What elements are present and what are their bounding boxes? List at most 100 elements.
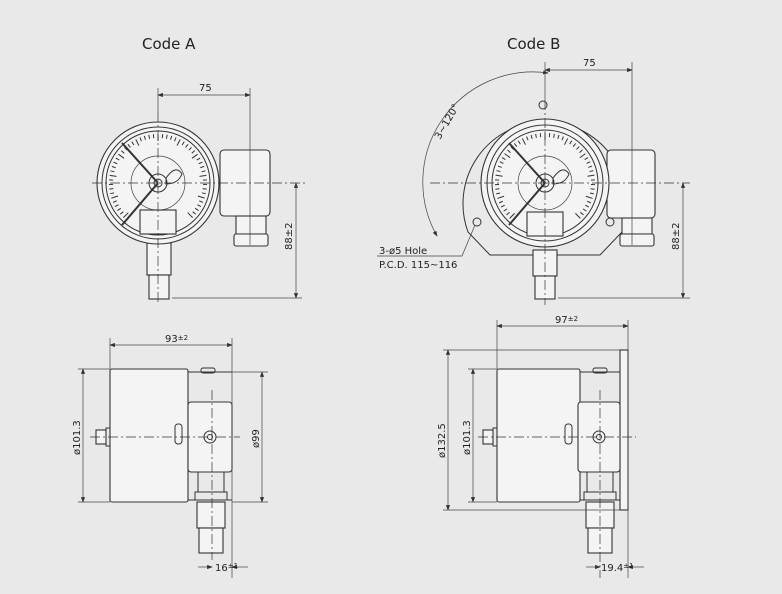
dial-tick	[553, 133, 555, 138]
dial-tick	[587, 174, 595, 177]
junction-box	[606, 149, 656, 219]
dial-tick	[117, 207, 122, 211]
dial-tick	[110, 170, 115, 173]
dial-tick	[199, 200, 204, 203]
dial-tick	[187, 212, 194, 219]
dial-tick	[135, 139, 140, 146]
gauge-case-side	[109, 368, 189, 503]
dim-width-75: 75	[199, 83, 212, 94]
dial-tick	[579, 149, 583, 153]
dial-tick	[191, 150, 196, 154]
dial-tick	[589, 170, 594, 173]
dial-tick	[557, 134, 560, 139]
dial-tick	[148, 134, 151, 139]
dial-tick	[590, 188, 595, 190]
dial-tick	[572, 143, 577, 147]
dial-tick	[579, 153, 586, 159]
dial-tick	[201, 170, 206, 173]
dim-dia-101: ø101.3	[72, 420, 83, 455]
mounting-hole	[538, 100, 548, 110]
dim-height-88: 88±2	[284, 223, 295, 250]
title-code-b: Code B	[507, 35, 560, 53]
dial-tick	[185, 143, 189, 148]
cable-gland	[235, 215, 267, 235]
dial-tick	[200, 165, 205, 169]
code-a-front-view: 75 88±2	[92, 83, 305, 305]
dial-tick	[122, 212, 129, 219]
mounting-hole	[605, 217, 615, 227]
dial-tick	[110, 192, 115, 195]
dial-tick	[569, 140, 573, 145]
dial-tick	[188, 146, 192, 151]
dim-width-75: 75	[583, 58, 596, 69]
dial-tick	[588, 165, 593, 168]
dial-tick	[561, 136, 564, 141]
dial-tick	[589, 192, 594, 195]
dial-tick	[582, 208, 587, 212]
socket	[146, 242, 172, 276]
mounting-flange-side	[619, 349, 629, 511]
dial-tick	[181, 141, 185, 146]
dial-tick	[115, 157, 120, 161]
dial-tick	[119, 211, 124, 215]
dim-dia-132: ø132.5	[437, 423, 448, 458]
dim-height-88: 88±2	[671, 223, 682, 250]
dial-tick	[165, 134, 168, 139]
code-a-side-view: 93±2 ø101.3 ø99 16±1	[72, 334, 268, 578]
gauge-case-side	[496, 368, 581, 503]
dial-tick	[584, 157, 589, 161]
dial-tick	[143, 135, 146, 140]
dial-tick	[587, 200, 592, 204]
dial-tick	[586, 161, 591, 164]
mounting-hole	[472, 217, 482, 227]
dial-tick	[197, 195, 205, 199]
dial-tick	[202, 188, 207, 190]
dial-tick	[113, 161, 118, 165]
hole-note: 3-ø5 Hole	[379, 246, 427, 257]
dial-tick	[585, 195, 593, 199]
dial-tick	[495, 188, 500, 190]
dial-tick	[585, 204, 590, 208]
code-b-side-view: 97±2 ø132.5 ø101.3 19.4±1	[437, 315, 644, 578]
title-code-a: Code A	[142, 35, 196, 53]
dim-angle: 3~120°	[433, 102, 462, 141]
dial-tick	[109, 188, 114, 190]
code-b-front-view: 3~120° 75 88±2 3-ø5 Hole P.C.D. 115~116	[377, 58, 690, 305]
dial-tick	[120, 150, 125, 154]
dial-tick	[580, 211, 584, 216]
dial-tick	[118, 153, 125, 159]
dial-tick	[192, 211, 197, 215]
dial-tick	[112, 200, 117, 203]
dim-length-97: 97±2	[555, 315, 578, 326]
dial-tick	[111, 195, 119, 199]
dial-tick	[194, 207, 199, 211]
dial-tick	[139, 137, 142, 142]
thread	[148, 274, 170, 300]
gland-nut	[233, 233, 269, 247]
dial-tick	[127, 143, 131, 148]
dim-thread-19: 19.4±1	[601, 562, 634, 574]
dial-tick	[196, 157, 201, 161]
dial-tick	[575, 213, 581, 219]
dial-tick	[131, 141, 135, 146]
dial-tick	[564, 138, 569, 145]
dial-tick	[176, 139, 181, 146]
dial-tick	[114, 204, 119, 208]
dial-tick	[197, 204, 202, 208]
dim-thread-16: 16±1	[215, 562, 238, 574]
dim-dia-101: ø101.3	[462, 420, 473, 455]
dial-tick	[109, 174, 117, 177]
dial-tick	[111, 165, 116, 169]
dial-tick	[201, 192, 206, 195]
dim-dia-99: ø99	[251, 429, 262, 448]
dial-tick	[174, 137, 177, 142]
dial-tick	[199, 174, 207, 177]
dial-tick	[576, 146, 580, 150]
dial-tick	[170, 135, 173, 140]
dial-tick	[198, 161, 203, 165]
dial-tick	[191, 153, 198, 159]
dim-length-93: 93±2	[165, 334, 188, 345]
pcd-note: P.C.D. 115~116	[379, 260, 457, 271]
